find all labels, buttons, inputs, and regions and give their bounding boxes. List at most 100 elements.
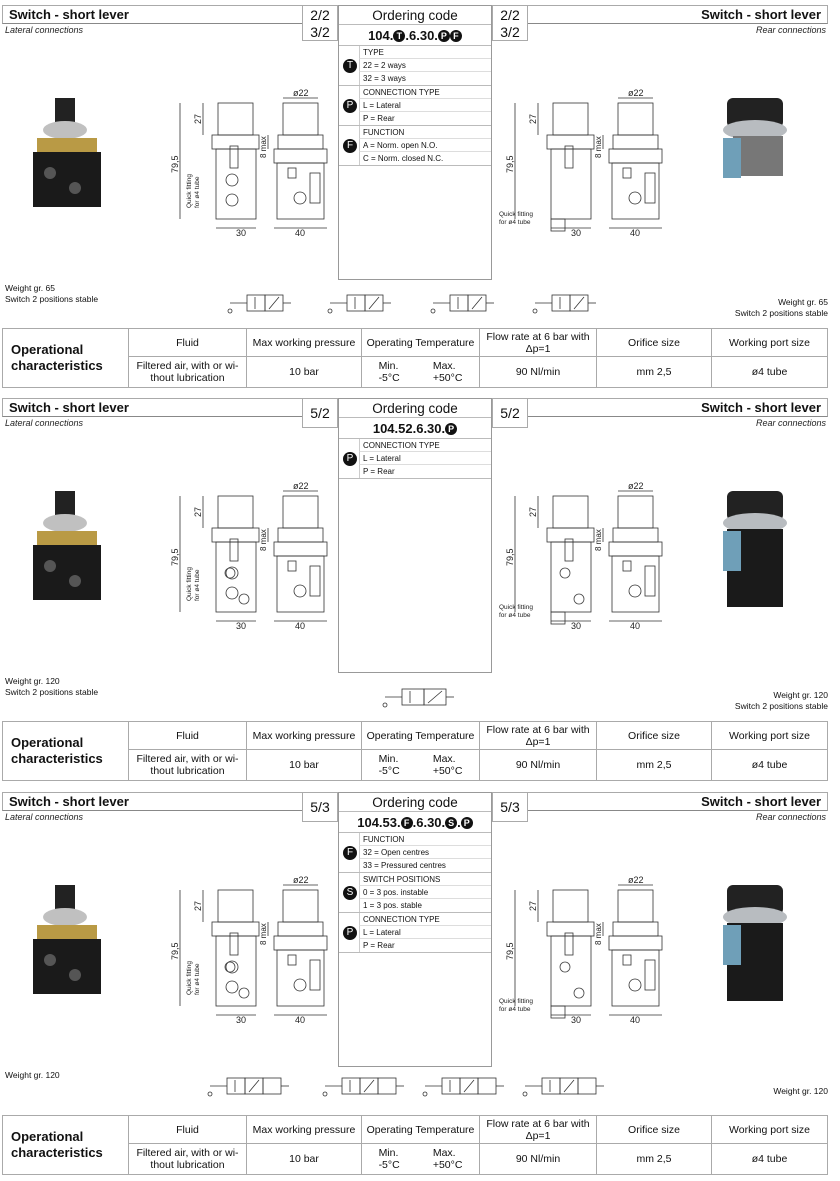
option-heading: CONNECTION TYPE bbox=[359, 439, 491, 452]
section-title-left: Switch - short lever bbox=[2, 5, 302, 24]
svg-text:Quick fitting: Quick fitting bbox=[499, 604, 533, 611]
svg-text:ø22: ø22 bbox=[293, 88, 309, 98]
code-text: .6.30. bbox=[405, 28, 438, 43]
code-bullet: F bbox=[449, 30, 462, 42]
svg-text:40: 40 bbox=[630, 1015, 640, 1025]
table-header: Fluid bbox=[128, 329, 246, 357]
ways-value: 5/3 bbox=[500, 799, 520, 815]
ways-code-left: 5/2 bbox=[302, 398, 338, 428]
svg-text:79,5: 79,5 bbox=[170, 548, 180, 566]
temp-min-label: Min. bbox=[378, 753, 399, 765]
code-bullet: P bbox=[460, 817, 473, 829]
svg-text:30: 30 bbox=[236, 1015, 246, 1025]
ways-code-right: 5/2 bbox=[492, 398, 528, 428]
product-photo-lateral bbox=[15, 481, 115, 616]
svg-text:ø22: ø22 bbox=[628, 88, 644, 98]
table-header: Max working pressure bbox=[246, 722, 361, 750]
table-fluid: Filtered air, with or wi- thout lubricat… bbox=[128, 750, 246, 780]
table-header: Orifice size bbox=[596, 722, 711, 750]
temp-max: Max.+50°C bbox=[433, 1147, 463, 1171]
option-value: 22 = 2 ways bbox=[359, 59, 491, 72]
table-header: Working port size bbox=[711, 329, 827, 357]
svg-text:8 max: 8 max bbox=[259, 136, 268, 158]
table-orifice: mm 2,5 bbox=[596, 750, 711, 780]
section-title-left: Switch - short lever bbox=[2, 792, 302, 811]
ways-code-right: 5/3 bbox=[492, 792, 528, 822]
code-bullet: F bbox=[400, 817, 413, 829]
lateral-connections-label: Lateral connections bbox=[5, 25, 84, 35]
temp-min: Min.-5°C bbox=[379, 753, 400, 777]
table-header: Operating Temperature bbox=[361, 722, 479, 750]
table-pressure: 10 bar bbox=[246, 750, 361, 780]
table-label-line: characteristics bbox=[11, 358, 103, 373]
svg-text:8 max: 8 max bbox=[259, 923, 268, 945]
temp-max-label: Max. bbox=[432, 360, 456, 372]
svg-text:30: 30 bbox=[571, 621, 581, 631]
temp-max: Max.+50°C bbox=[433, 753, 463, 777]
weight-line: Weight gr. 120 bbox=[5, 676, 60, 686]
table-header: Max working pressure bbox=[246, 1116, 361, 1144]
svg-text:for ø4 tube: for ø4 tube bbox=[499, 219, 531, 226]
pneumatic-symbol bbox=[225, 287, 305, 321]
weight-line: Switch 2 positions stable bbox=[5, 294, 99, 304]
option-value: 32 = Open centres bbox=[359, 846, 491, 859]
svg-text:8 max: 8 max bbox=[594, 529, 603, 551]
table-flow: 90 Nl/min bbox=[479, 1144, 596, 1174]
svg-text:8 max: 8 max bbox=[594, 923, 603, 945]
svg-text:30: 30 bbox=[236, 228, 246, 238]
table-port: ø4 tube bbox=[711, 750, 827, 780]
ways-value: 5/2 bbox=[500, 405, 520, 421]
table-flow: 90 Nl/min bbox=[479, 357, 596, 387]
svg-text:27: 27 bbox=[528, 901, 538, 911]
pneumatic-symbol bbox=[325, 287, 405, 321]
code-bullet: P bbox=[437, 30, 450, 42]
svg-text:30: 30 bbox=[236, 621, 246, 631]
weight-line: Weight gr. 65 bbox=[778, 297, 828, 307]
ordering-code-title: Ordering code bbox=[339, 399, 491, 418]
code-bullet: P bbox=[445, 423, 458, 435]
product-photo-rear bbox=[705, 88, 805, 223]
temp-min: Min.-5°C bbox=[379, 1147, 400, 1171]
option-heading: CONNECTION TYPE bbox=[359, 86, 491, 99]
table-temperature: Min.-5°C Max.+50°C bbox=[361, 750, 479, 780]
table-port: ø4 tube bbox=[711, 357, 827, 387]
option-value: 33 = Pressured centres bbox=[359, 859, 491, 872]
ordering-code: 104.52.6.30.P bbox=[339, 418, 491, 439]
ways-code-left: 5/3 bbox=[302, 792, 338, 822]
svg-text:for ø4 tube: for ø4 tube bbox=[194, 176, 201, 208]
temp-max-value: +50°C bbox=[432, 372, 463, 384]
table-header: Flow rate at 6 bar with Δp=1 bbox=[479, 1116, 596, 1144]
ordering-code: 104.53.F.6.30.S.P bbox=[339, 812, 491, 833]
temp-min-value: -5°C bbox=[378, 372, 400, 384]
temp-min-label: Min. bbox=[378, 1147, 399, 1159]
temp-max-value: +50°C bbox=[432, 765, 463, 777]
svg-text:for ø4 tube: for ø4 tube bbox=[194, 569, 201, 601]
svg-text:Quick fitting: Quick fitting bbox=[499, 998, 533, 1005]
svg-text:40: 40 bbox=[630, 621, 640, 631]
temp-min-value: -5°C bbox=[378, 765, 400, 777]
table-header: Orifice size bbox=[596, 1116, 711, 1144]
pneumatic-symbol bbox=[205, 1070, 289, 1104]
weight-line: Switch 2 positions stable bbox=[734, 701, 828, 711]
table-header: Working port size bbox=[711, 722, 827, 750]
option-value: C = Norm. closed N.C. bbox=[359, 152, 491, 165]
option-value: 32 = 3 ways bbox=[359, 72, 491, 85]
temp-max-label: Max. bbox=[432, 753, 456, 765]
svg-text:27: 27 bbox=[528, 507, 538, 517]
option-heading: SWITCH POSITIONS bbox=[359, 873, 491, 886]
lateral-connections-label: Lateral connections bbox=[5, 418, 84, 428]
weight-left: Weight gr. 120 bbox=[5, 1070, 60, 1081]
